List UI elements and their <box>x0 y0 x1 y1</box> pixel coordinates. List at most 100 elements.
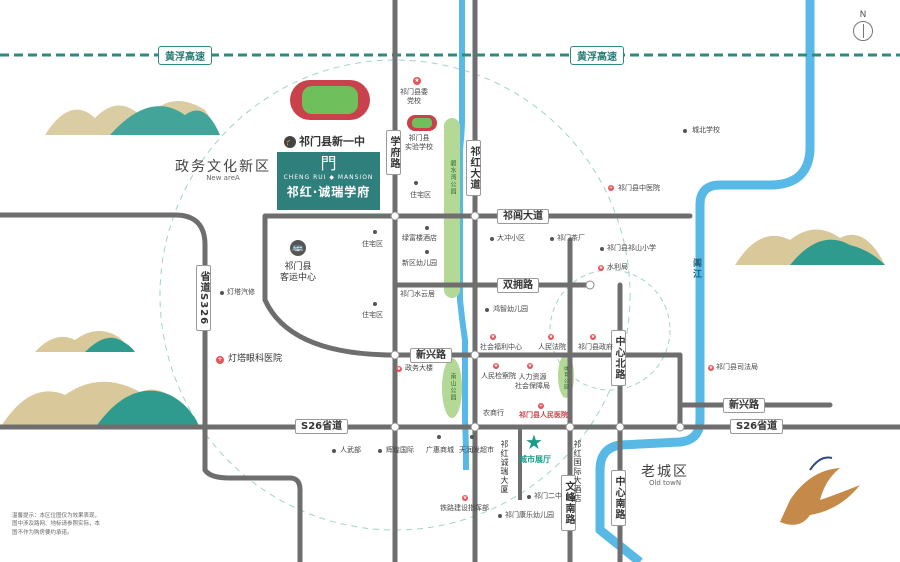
disclaimer-note: 温馨提示：本区位图仅为效果表现，图中涉及路网、地标请参照实际，本图不作为购房要约… <box>12 513 101 536</box>
district-new-area: 政务文化新区 New areA <box>168 159 278 183</box>
label-lvfu-hotel: 绿富楼酒店 <box>402 234 437 242</box>
label-residential-3: 住宅区 <box>362 311 383 319</box>
road-tag-qihong-avenue: 祁红大道 <box>466 140 481 196</box>
label-tcm-hospital: 祁门县中医院 <box>618 184 660 192</box>
label-county-gov: 祁门县政府 <box>578 343 613 351</box>
label-welfare: 社会福利中心 <box>480 343 522 351</box>
project-block: 門 CHENG RUI ◆ MANSION 祁红·诚瑞学府 <box>277 152 380 210</box>
poi-icon-dengta-eye: + <box>216 356 224 364</box>
road-s326-south <box>202 424 303 562</box>
poi-icon-welfare: ★ <box>490 334 496 340</box>
road-tag-xinxing-east: 新兴路 <box>723 398 765 413</box>
poi-dot-hongzhi <box>485 308 489 312</box>
stadium-shiyan <box>407 115 437 131</box>
road-tag-xinxing-west: 新兴路 <box>410 348 452 363</box>
bus-icon: 🚌 <box>290 240 306 256</box>
river-changjiang <box>595 0 815 562</box>
poi-icon-gov: ★ <box>590 334 596 340</box>
poi-icon-hr: ★ <box>527 363 533 369</box>
mountain-decor-left-bottom <box>0 381 200 428</box>
river-label: 阊江 <box>691 258 701 280</box>
label-court: 人民法院 <box>538 343 566 351</box>
poi-dot-no2 <box>527 495 531 499</box>
district-old-town: 老城区 Old towN <box>630 464 700 488</box>
label-kangle-kinder: 祁门康乐幼儿园 <box>505 511 554 519</box>
road-tag-zhongxin-south: 中心南路 <box>611 470 626 526</box>
label-hongzhi-kinder: 鸿智幼儿园 <box>493 305 528 313</box>
poi-dot-dengta-auto <box>220 291 224 295</box>
park-label-small: 体育公园 <box>563 366 569 390</box>
poi-dot-huihuang <box>378 449 382 453</box>
poi-icon-justice: ★ <box>708 365 714 371</box>
label-chengbei-school: 城北学校 <box>692 126 720 134</box>
poi-dot-tea <box>550 237 554 241</box>
label-no2-middle: 祁门二中 <box>534 492 562 500</box>
label-water-bureau: 水利局 <box>607 263 628 271</box>
label-dengta-auto: 灯塔汽修 <box>227 288 255 296</box>
poi-icon-tcm: + <box>608 185 614 191</box>
poi-icon-railway: ★ <box>462 495 468 501</box>
poi-dot-res2 <box>373 230 377 234</box>
radius-circle-small <box>549 269 671 391</box>
poi-dot-res3 <box>373 302 377 306</box>
district-new-area-en: New areA <box>206 174 240 183</box>
poi-dot-xinqu <box>425 250 429 254</box>
poi-icon-court: ★ <box>548 334 554 340</box>
district-old-town-zh: 老城区 <box>641 464 689 480</box>
road-tag-qimen-avenue: 祁闾大道 <box>497 209 549 224</box>
label-hospital: 祁门县人民医院 <box>519 411 568 419</box>
label-bus-station: 祁门县 客运中心 <box>280 262 317 283</box>
poi-icon-gov-building: ★ <box>396 366 402 372</box>
highway-tag-s26-west: S26省道 <box>295 419 349 434</box>
poi-dot-kangle <box>498 514 502 518</box>
poi-dot-lvfu <box>425 226 429 230</box>
highway-tag-s326: 省道S326 <box>196 265 211 332</box>
poi-dot-chengbei <box>683 129 687 133</box>
highway-tag-north-left: 黄浮高速 <box>158 46 212 65</box>
label-huihuang: 辉煌国际 <box>386 446 414 454</box>
district-old-town-en: Old towN <box>648 479 682 488</box>
poi-dot-guanghui <box>437 435 441 439</box>
label-dengta-eye: 灯塔眼科医院 <box>228 354 283 364</box>
school-xinyizhong: 🎓祁门县新一中 <box>284 133 365 149</box>
road-s326 <box>0 212 208 430</box>
compass-north-label: N <box>859 10 867 20</box>
park-nanshan <box>442 358 462 418</box>
bird-decor <box>780 456 860 525</box>
mountain-decor-left-mid <box>35 331 135 352</box>
label-qishan-primary: 祁门县祁山小学 <box>607 244 656 252</box>
label-farm-bank: 农商行 <box>483 409 504 417</box>
poi-dot-tianrun <box>470 435 474 439</box>
park-label-nanshan: 南山公园 <box>449 373 456 401</box>
label-qihong-chengrui: 祁红诚瑞大厦 <box>500 440 509 494</box>
park-biyuwan <box>444 118 460 298</box>
label-shiyan-school: 祁门县 实验学校 <box>405 134 433 152</box>
river-tributary <box>457 0 469 471</box>
poi-icon-hospital: + <box>538 403 544 409</box>
poi-icon-party-school: ★ <box>413 77 421 85</box>
label-residential-2: 住宅区 <box>362 240 383 248</box>
label-tea-factory: 祁门茶厂 <box>557 234 585 242</box>
stadium-xinyizhong <box>290 80 370 120</box>
park-label-biyuwan: 碧水湾公园 <box>449 160 456 195</box>
poi-dot-res1 <box>414 181 418 185</box>
label-dachong: 大冲小区 <box>497 234 525 242</box>
poi-dot-armed <box>332 449 336 453</box>
label-procuratorate: 人民检察院 <box>481 372 516 380</box>
label-residential-1: 住宅区 <box>410 191 431 199</box>
compass: N <box>850 10 876 44</box>
label-shuiyun: 祁门水云居 <box>400 290 435 298</box>
label-hr-bureau: 人力资源 社会保障局 <box>515 373 550 391</box>
label-railway: 铁路建设指挥部 <box>440 504 489 512</box>
label-gov-building: 政务大楼 <box>405 364 433 372</box>
highway-tag-s26-east: S26省道 <box>730 419 784 434</box>
mountain-decor-right <box>735 229 885 265</box>
poi-dot-dachong <box>490 237 494 241</box>
label-guanghui: 广惠商城 <box>426 446 454 454</box>
label-armed-forces: 人武部 <box>340 446 361 454</box>
project-logo-icon: 門 <box>320 154 337 173</box>
road-tag-shuangyong: 双拥路 <box>497 278 539 293</box>
label-xinqu-kinder: 新区幼儿园 <box>402 259 437 267</box>
school-xinyizhong-label: 祁门县新一中 <box>299 135 365 148</box>
